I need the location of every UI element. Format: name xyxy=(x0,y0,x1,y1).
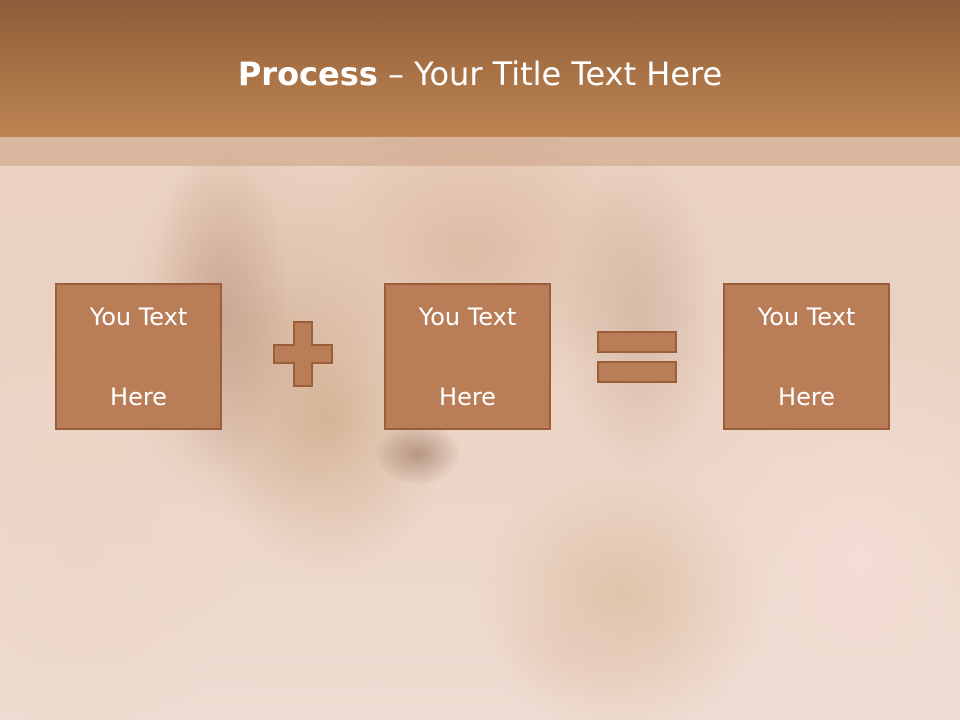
process-box-2[interactable]: You Text Here xyxy=(384,283,551,430)
slide-title[interactable]: Process – Your Title Text Here xyxy=(0,52,960,96)
background-photo-arm xyxy=(500,590,680,700)
process-box-2-line-2: Here xyxy=(439,382,496,411)
process-box-1-line-1: You Text xyxy=(89,302,188,331)
equals-icon xyxy=(596,330,678,384)
process-box-3[interactable]: You Text Here xyxy=(723,283,890,430)
slide-title-bold: Process xyxy=(237,55,378,93)
slide-title-text: Your Title Text Here xyxy=(414,55,723,93)
process-box-3-line-2: Here xyxy=(778,382,835,411)
process-box-1[interactable]: You Text Here xyxy=(55,283,222,430)
process-box-3-line-1: You Text xyxy=(757,302,856,331)
slide-title-separator: – xyxy=(377,55,415,93)
process-box-1-line-2: Here xyxy=(110,382,167,411)
header-accent-band xyxy=(0,137,960,166)
process-box-2-line-1: You Text xyxy=(418,302,517,331)
title-header-bar xyxy=(0,0,960,137)
background-photo-teddy-bear-nose xyxy=(376,424,460,484)
plus-icon xyxy=(272,320,334,388)
background-photo-hair-right xyxy=(560,150,720,480)
